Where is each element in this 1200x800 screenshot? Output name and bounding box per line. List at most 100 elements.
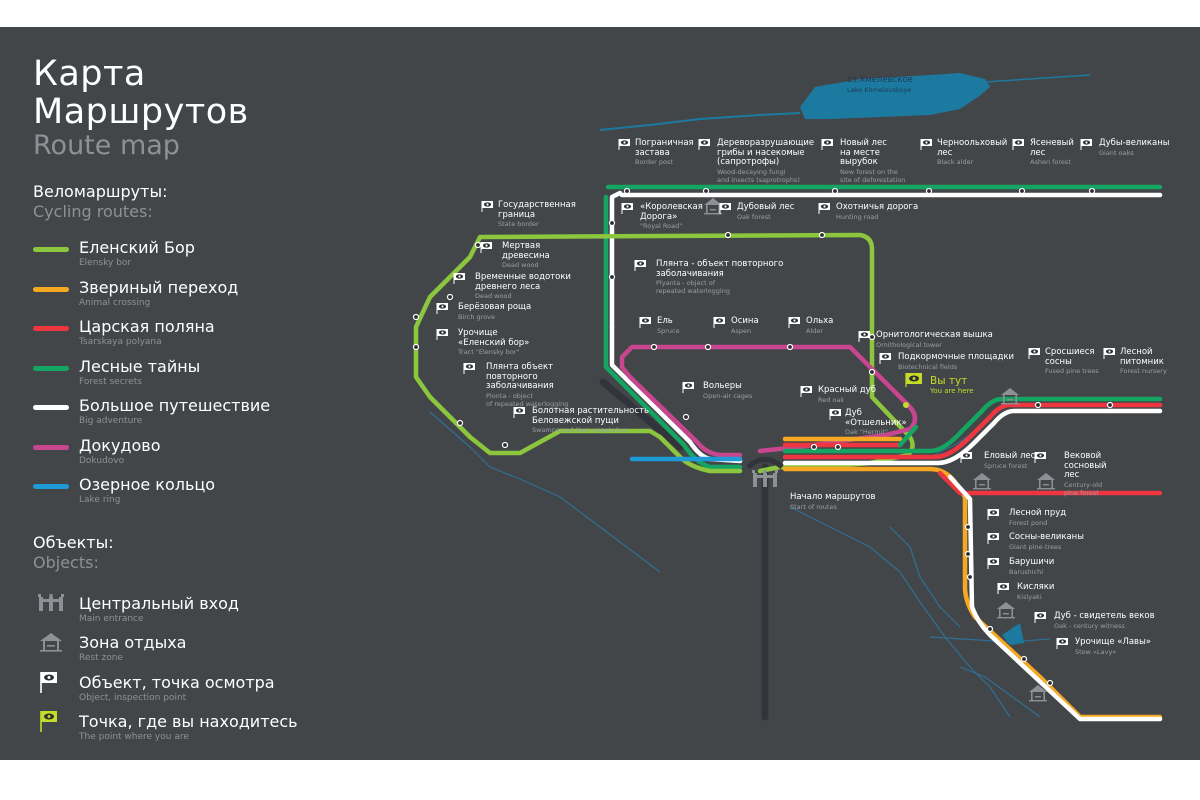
station xyxy=(682,413,690,421)
route-dokudovo xyxy=(619,344,918,458)
label-text: Дубовый лес xyxy=(737,202,795,212)
label-text-en: Aspen xyxy=(731,326,752,335)
eye-flag-icon xyxy=(1034,451,1047,464)
label-text-en: Plonta - object of repeated waterlogging xyxy=(486,391,569,408)
route-big-adventure xyxy=(609,190,623,330)
route-name: Лесные тайны xyxy=(79,357,201,376)
route-swatch xyxy=(33,484,69,489)
start-routes-marker xyxy=(746,457,784,487)
label-text: «Королевская Дорога» xyxy=(640,202,703,222)
route-name: Озерное кольцо xyxy=(79,475,216,494)
you-are-here-text-en: You are here xyxy=(930,387,974,395)
label-text-en: Alder xyxy=(806,326,824,335)
route-name: Еленский Бор xyxy=(79,238,195,257)
label-tract-elensky: Урочище «Еленский бор»Tract "Elensky bor… xyxy=(458,328,529,356)
eye-flag-icon xyxy=(634,259,647,272)
station xyxy=(412,313,420,321)
label-text-en: Stow «Lavy» xyxy=(1075,647,1117,656)
station xyxy=(474,241,482,249)
label-text: Государственная граница xyxy=(498,200,576,220)
eye-flag-icon xyxy=(788,316,801,329)
eye-flag-icon xyxy=(987,557,1000,570)
label-text-en: Plyanta - object of repeated waterloggin… xyxy=(656,279,730,295)
entrance-road xyxy=(599,378,684,451)
routes xyxy=(413,184,1163,722)
lake-name: оз.Хмелевское xyxy=(847,75,913,85)
eye-flag-icon xyxy=(879,352,892,365)
label-text-en: Giant pine-trees xyxy=(1009,542,1062,551)
station xyxy=(704,343,712,351)
route-name-en: Lake ring xyxy=(79,495,121,505)
eye-flag-icon xyxy=(997,582,1010,595)
label-text: Дуб «Отшельник» xyxy=(845,408,907,428)
station xyxy=(608,273,616,281)
label-text: Кисляки xyxy=(1017,582,1055,592)
eye-flag-icon xyxy=(960,451,973,464)
station xyxy=(986,625,994,633)
label-text: Берёзовая роща xyxy=(458,302,532,312)
station xyxy=(724,231,732,239)
station xyxy=(1020,655,1028,663)
label-text-en: Oak "Hermit" xyxy=(845,428,889,436)
label-text: Дубы-великаны xyxy=(1099,138,1170,148)
lake-outflow xyxy=(599,112,801,131)
station xyxy=(868,368,876,376)
map-board: Карта Маршрутов Route map Веломаршруты: … xyxy=(0,27,1200,760)
eye-flag-icon xyxy=(713,316,726,329)
station xyxy=(868,333,876,341)
label-text: Ель xyxy=(657,316,673,326)
title-english: Route map xyxy=(33,130,180,161)
label-text: Ясеневый лес xyxy=(1030,138,1074,158)
label-text: Лесной пруд xyxy=(1009,508,1067,518)
station xyxy=(834,443,842,451)
eye-flag-icon xyxy=(1012,138,1025,151)
route-swatch xyxy=(33,405,69,410)
route-name-en: Elensky bor xyxy=(79,258,132,268)
station xyxy=(1018,187,1026,195)
eye-flag-icon xyxy=(621,202,634,215)
rest-zone-icon xyxy=(973,473,991,490)
label-text: Дуб - свидетель веков xyxy=(1054,611,1155,621)
label-text: Охотничья дорога xyxy=(836,202,919,212)
station xyxy=(966,573,974,581)
route-name: Докудово xyxy=(79,436,161,455)
object-name: Точка, где вы находитесь xyxy=(79,712,298,731)
eye-flag-icon xyxy=(481,200,494,213)
title-line-1: Карта xyxy=(33,54,146,94)
label-swamps: Болотная растительность Беловежской пущи… xyxy=(532,406,649,434)
station xyxy=(702,187,710,195)
gate-icon xyxy=(752,470,778,487)
title-line-2: Маршрутов xyxy=(33,92,249,132)
eye-flag-icon xyxy=(33,671,69,697)
label-text-en: Kislyaki xyxy=(1017,592,1042,601)
route-forest-connector xyxy=(897,424,919,448)
object-name-en: Rest zone xyxy=(79,653,123,663)
label-text: Временные водотоки древнего леса xyxy=(475,272,571,292)
object-name: Зона отдыха xyxy=(79,633,187,652)
station xyxy=(623,187,631,195)
label-text: Сосны-великаны xyxy=(1009,532,1084,542)
station xyxy=(608,219,616,227)
station xyxy=(1034,401,1042,409)
label-wood-fungi: Дереворазрушающие грибы и насекомые (сап… xyxy=(717,138,814,183)
route-swatch xyxy=(33,247,69,252)
station xyxy=(456,419,464,427)
river-2 xyxy=(789,506,1011,718)
label-text-en: Open-air cages xyxy=(703,391,753,400)
